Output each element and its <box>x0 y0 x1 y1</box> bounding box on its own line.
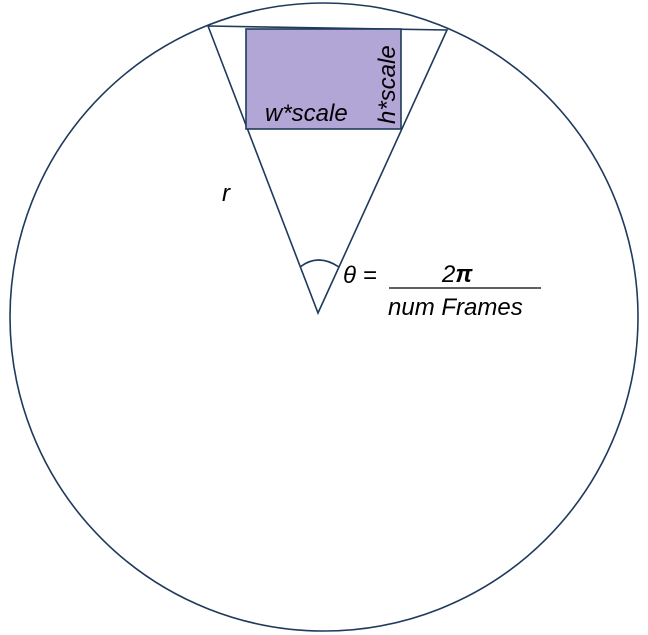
denominator-label: num Frames <box>388 294 523 321</box>
pi-symbol: π <box>455 261 473 288</box>
outer-circle <box>9 2 639 632</box>
sector-wedge <box>206 25 449 316</box>
theta-label: θ = <box>343 262 377 289</box>
width-label: w*scale <box>265 100 348 127</box>
radius-label: r <box>222 180 231 207</box>
numerator-two: 2 <box>441 261 455 288</box>
numerator-label: 2π <box>441 261 473 288</box>
angle-arc <box>299 259 340 268</box>
height-label: h*scale <box>374 45 401 124</box>
frame-rectangle <box>245 28 402 130</box>
